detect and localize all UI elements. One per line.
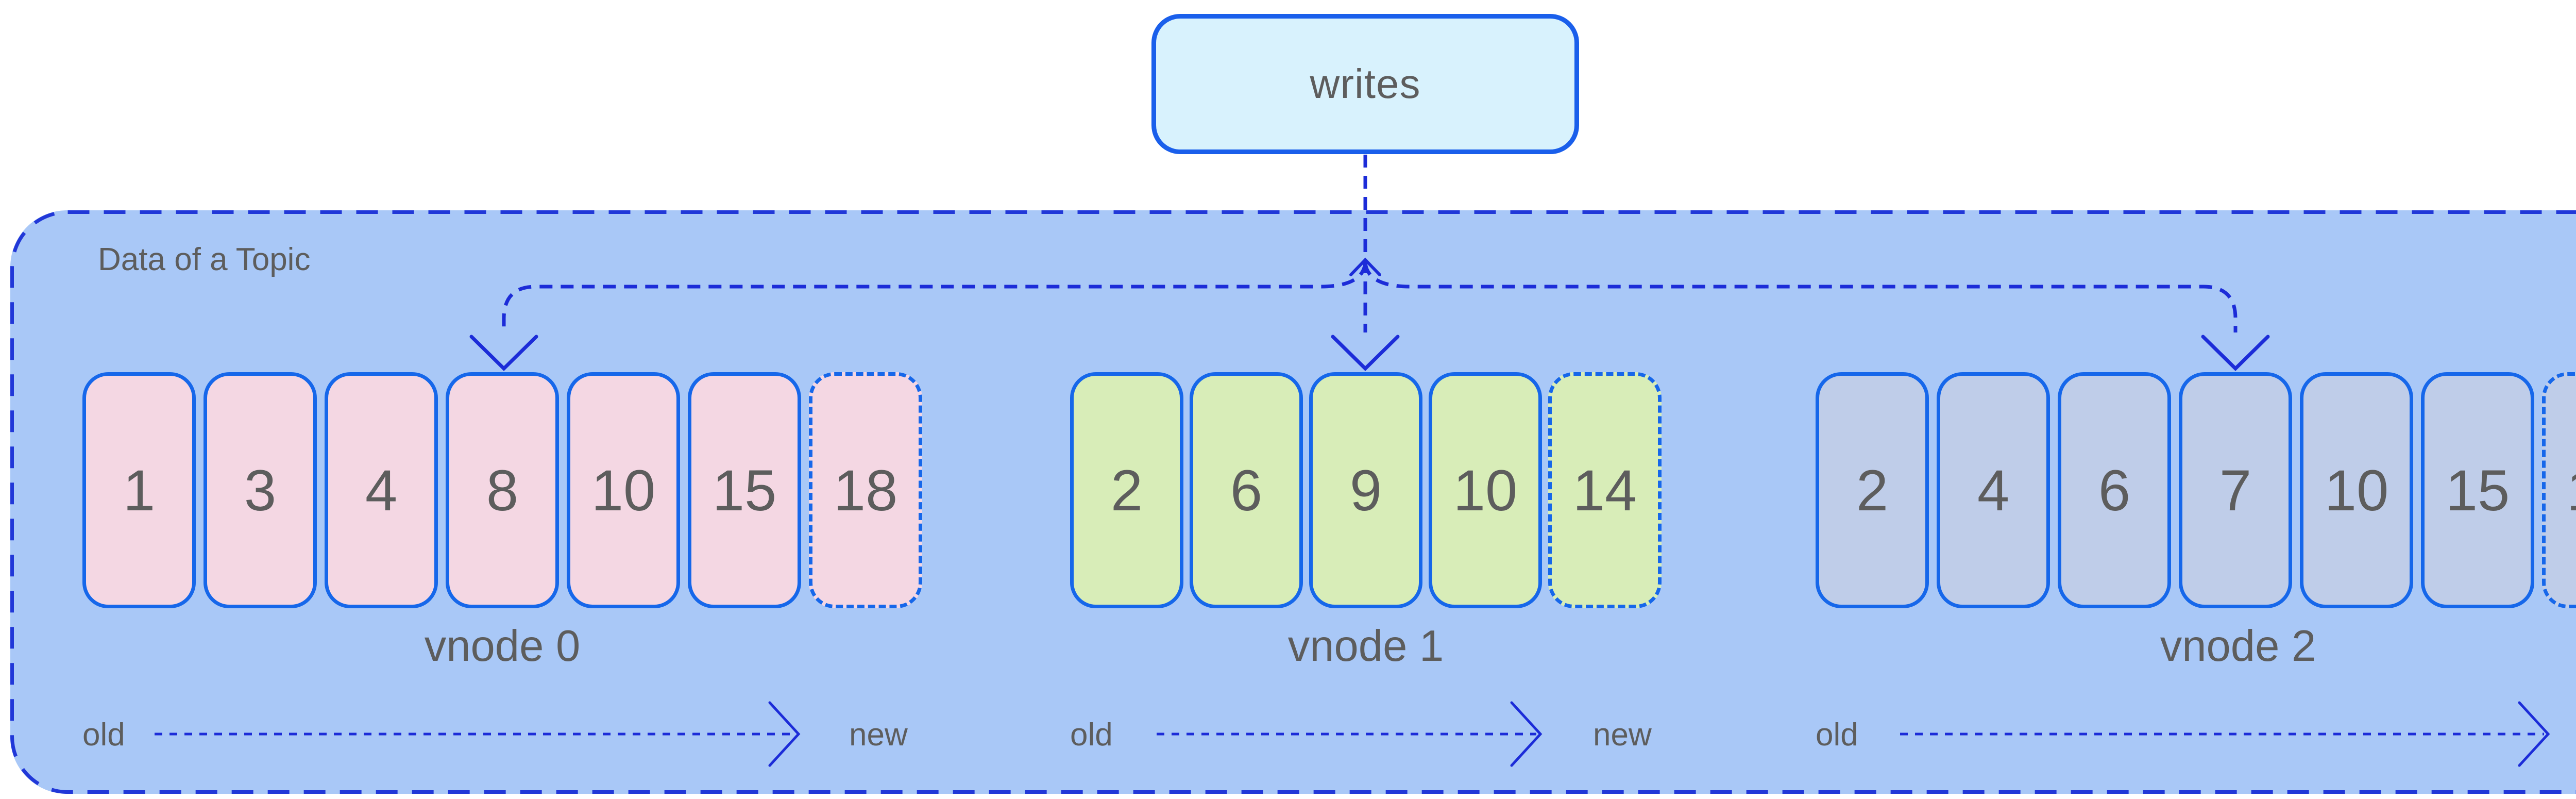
cell-vnode0-18: 18 bbox=[809, 372, 922, 608]
cell-vnode0-8: 8 bbox=[446, 372, 559, 608]
cell-value: 1 bbox=[123, 458, 156, 523]
cell-vnode0-4: 4 bbox=[325, 372, 438, 608]
cell-vnode1-9: 9 bbox=[1309, 372, 1422, 608]
cell-value: 9 bbox=[1349, 458, 1382, 523]
vnode2-label: vnode 2 bbox=[2160, 622, 2316, 671]
cell-vnode2-16: 16 bbox=[2542, 372, 2576, 608]
cell-value: 6 bbox=[2098, 458, 2131, 523]
cell-value: 7 bbox=[2219, 458, 2252, 523]
vnode0-new-label: new bbox=[849, 717, 908, 753]
vnode0-cells-row: 1 3 4 8 10 15 18 bbox=[82, 372, 922, 608]
cell-value: 10 bbox=[1453, 458, 1518, 523]
cell-vnode0-3: 3 bbox=[204, 372, 317, 608]
cell-value: 4 bbox=[1977, 458, 2010, 523]
cell-value: 3 bbox=[244, 458, 277, 523]
cell-vnode1-6: 6 bbox=[1190, 372, 1303, 608]
cell-vnode2-2: 2 bbox=[1816, 372, 1929, 608]
cell-vnode2-10: 10 bbox=[2300, 372, 2413, 608]
cell-vnode2-7: 7 bbox=[2179, 372, 2292, 608]
cell-value: 14 bbox=[1572, 458, 1637, 523]
vnode1-label: vnode 1 bbox=[1287, 622, 1444, 671]
cell-value: 18 bbox=[833, 458, 898, 523]
writes-box: writes bbox=[1151, 14, 1579, 154]
topic-title: Data of a Topic bbox=[98, 242, 311, 277]
vnode0-old-label: old bbox=[82, 717, 125, 753]
cell-vnode2-15: 15 bbox=[2421, 372, 2534, 608]
cell-vnode1-14: 14 bbox=[1548, 372, 1662, 608]
cell-value: 16 bbox=[2567, 457, 2576, 524]
cell-value: 2 bbox=[1856, 458, 1889, 523]
cell-vnode1-2: 2 bbox=[1070, 372, 1183, 608]
vnode2-old-label: old bbox=[1816, 717, 1858, 753]
cell-value: 2 bbox=[1110, 458, 1143, 523]
cell-vnode2-4: 4 bbox=[1937, 372, 2050, 608]
cell-vnode0-15: 15 bbox=[688, 372, 801, 608]
cell-vnode0-10: 10 bbox=[567, 372, 680, 608]
writes-label: writes bbox=[1310, 61, 1421, 107]
cell-vnode2-6: 6 bbox=[2058, 372, 2171, 608]
cell-value: 10 bbox=[2324, 458, 2389, 523]
vnode1-old-label: old bbox=[1070, 717, 1113, 753]
vnode1-cells-row: 2 6 9 10 14 bbox=[1070, 372, 1662, 608]
cell-value: 8 bbox=[486, 458, 519, 523]
cell-value: 15 bbox=[2445, 458, 2510, 523]
cell-value: 4 bbox=[365, 458, 398, 523]
cell-value: 15 bbox=[712, 458, 777, 523]
cell-value: 10 bbox=[591, 458, 656, 523]
vnode2-cells-row: 2 4 6 7 10 15 16 bbox=[1816, 372, 2576, 608]
cell-value: 6 bbox=[1230, 458, 1263, 523]
cell-vnode0-1: 1 bbox=[82, 372, 196, 608]
cell-vnode1-10: 10 bbox=[1429, 372, 1542, 608]
vnode0-label: vnode 0 bbox=[424, 622, 581, 671]
vnode1-new-label: new bbox=[1593, 717, 1652, 753]
